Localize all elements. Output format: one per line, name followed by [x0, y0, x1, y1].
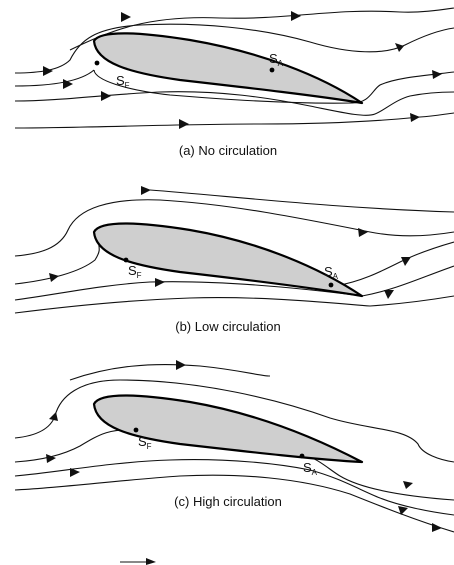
arrow-a1b — [291, 11, 301, 21]
panel-high-circulation: SF SA (c) High circulation — [14, 360, 454, 565]
arrow-bottom — [146, 558, 156, 565]
arrow-a3b — [432, 70, 442, 79]
streamline-b2 — [14, 199, 454, 257]
arrow-a5 — [179, 119, 189, 129]
airfoil-b — [92, 222, 364, 298]
arrow-b3b — [401, 257, 411, 266]
arrow-c4 — [70, 468, 80, 477]
streamline-a2 — [14, 23, 454, 74]
arrow-a2 — [43, 66, 53, 76]
caption-c: (c) High circulation — [174, 494, 282, 509]
arrow-c2 — [49, 412, 58, 421]
label-sf-a: SF — [116, 73, 130, 90]
streamline-a3 — [14, 69, 454, 104]
stagnation-front-b — [123, 257, 129, 263]
streamline-c4 — [14, 459, 454, 516]
stagnation-aft-a — [269, 67, 275, 73]
arrow-c3 — [46, 454, 56, 463]
stagnation-aft-b — [328, 282, 334, 288]
streamline-b1 — [149, 189, 454, 213]
arrow-a4 — [101, 91, 111, 101]
arrow-c5 — [432, 523, 442, 532]
arrow-c1 — [176, 360, 186, 370]
stagnation-front-c — [133, 427, 139, 433]
arrow-a2b — [395, 43, 404, 52]
label-sa-c: SA — [303, 460, 318, 477]
panel-no-circulation: SF SA (a) No circulation — [14, 7, 454, 158]
caption-b: (b) Low circulation — [175, 319, 281, 334]
streamline-a4 — [14, 91, 454, 116]
stagnation-aft-c — [299, 453, 305, 459]
streamline-a1 — [69, 7, 454, 51]
airfoil-a — [92, 32, 364, 105]
arrow-b1 — [141, 186, 151, 195]
streamline-c1 — [69, 363, 271, 381]
label-sa-a: SA — [269, 51, 284, 68]
streamline-b5 — [14, 295, 454, 314]
arrow-a3 — [63, 79, 73, 89]
arrow-c3b — [403, 481, 413, 489]
arrow-a5b — [410, 113, 420, 122]
arrow-b4 — [155, 278, 165, 287]
arrow-c4b — [398, 506, 408, 515]
airfoil-c — [92, 394, 364, 464]
stagnation-front-a — [94, 60, 100, 66]
label-sf-c: SF — [138, 434, 152, 451]
streamline-c5 — [14, 474, 454, 533]
label-sf-b: SF — [128, 263, 142, 280]
label-sa-b: SA — [324, 264, 339, 281]
panel-low-circulation: SF SA (b) Low circulation — [14, 186, 454, 334]
arrow-b2 — [358, 228, 368, 237]
streamline-b4 — [14, 265, 454, 301]
arrow-b3 — [49, 273, 59, 282]
caption-a: (a) No circulation — [179, 143, 277, 158]
arrow-b4b — [384, 290, 394, 299]
arrow-a1 — [121, 12, 131, 22]
streamline-a5 — [14, 112, 454, 129]
